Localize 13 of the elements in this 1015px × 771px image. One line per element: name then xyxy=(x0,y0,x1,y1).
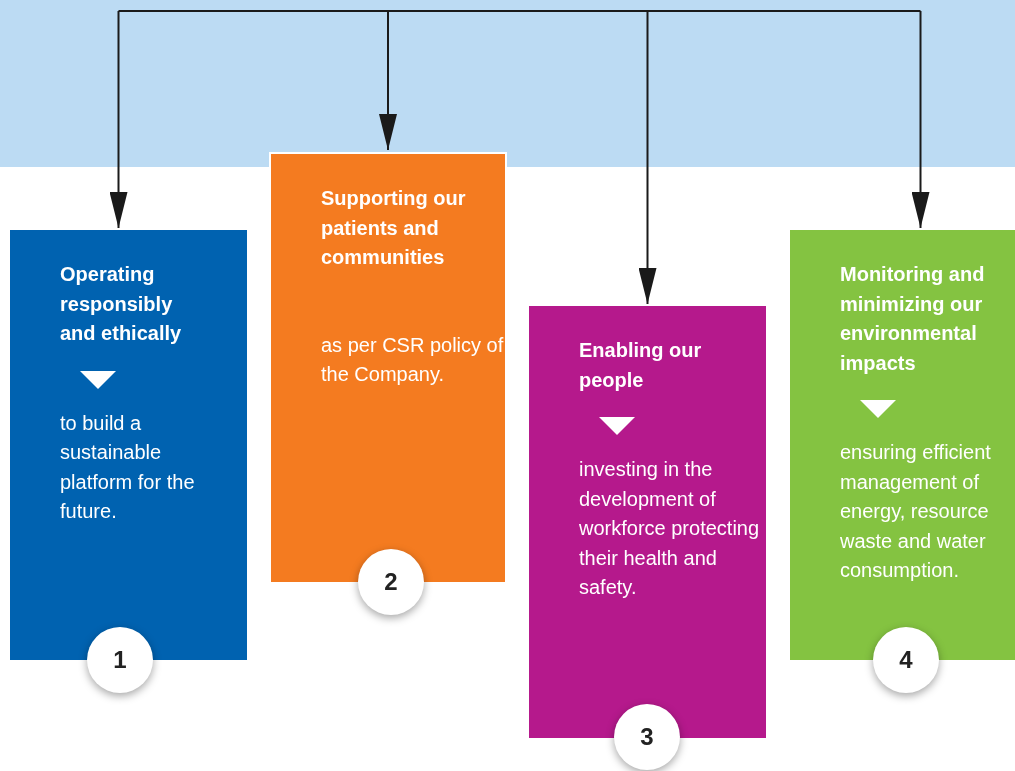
card-heading: Enabling our people xyxy=(579,338,703,393)
arrow xyxy=(911,10,930,229)
card-heading: Operating responsibly and ethically xyxy=(60,262,183,346)
card-description: ensuring efficient management of energy, resource waste and water consumption. xyxy=(840,440,992,583)
card-heading: Supporting our patients and communities xyxy=(321,186,467,270)
card-description: as per CSR policy of the Company. xyxy=(321,332,505,387)
connector-line xyxy=(117,10,922,12)
card-description: to build a sustainable platform for the future. xyxy=(60,410,196,524)
card-heading: Monitoring and minimizing our environmental impacts xyxy=(840,262,986,376)
arrow xyxy=(109,10,128,229)
card-description: investing in the development of workforce protecting their health and safety. xyxy=(579,457,761,600)
arrow xyxy=(379,10,397,151)
arrow xyxy=(638,10,657,305)
